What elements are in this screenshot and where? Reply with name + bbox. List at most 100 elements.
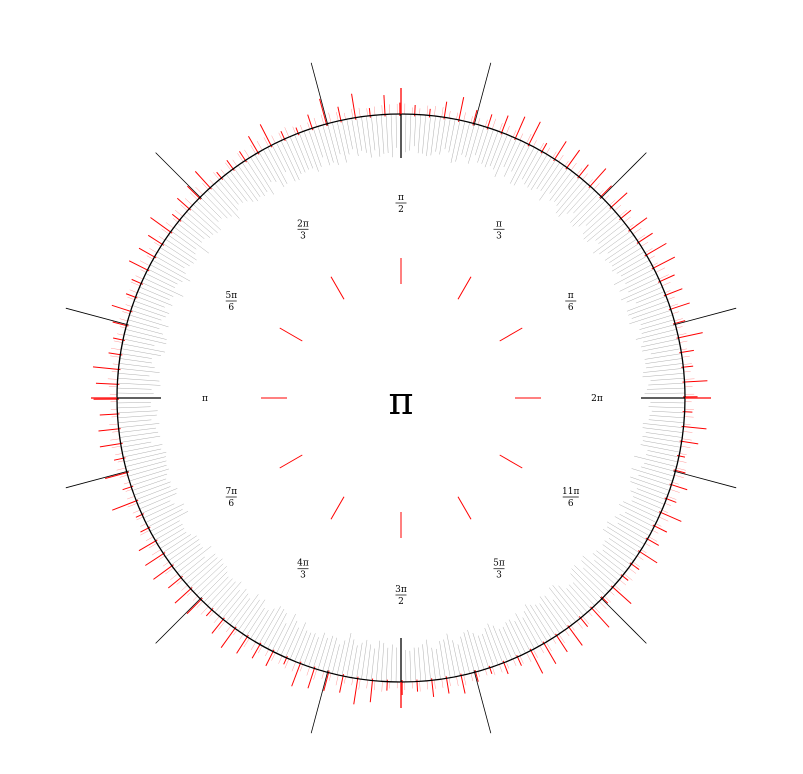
label-denominator: 6 — [228, 499, 234, 509]
inner-tick — [193, 563, 224, 592]
outer-minor-tick — [176, 579, 183, 585]
outer-red-tick — [577, 164, 589, 179]
label-numerator: π — [398, 193, 404, 203]
inner-tick — [620, 282, 661, 301]
outer-red-tick — [679, 440, 699, 445]
outer-red-tick — [588, 168, 607, 189]
outer-minor-tick — [213, 172, 220, 180]
outer-minor-tick — [300, 124, 303, 132]
inner-tick — [539, 603, 561, 634]
outer-minor-tick — [250, 145, 257, 155]
inner-tick — [574, 565, 606, 596]
inner-tick — [137, 291, 173, 306]
inner-tick — [154, 523, 183, 541]
inner-tick — [609, 243, 640, 263]
inner-tick — [611, 247, 642, 267]
inner-tick — [117, 410, 158, 414]
inner-tick — [125, 456, 166, 467]
inner-tick — [351, 645, 358, 678]
outer-minor-tick — [677, 460, 687, 463]
inner-tick — [592, 553, 622, 577]
outer-red-tick — [186, 597, 203, 615]
outer-minor-tick — [484, 669, 488, 676]
outer-red-tick — [663, 288, 683, 297]
outer-minor-tick — [644, 542, 651, 547]
outer-minor-tick — [682, 438, 692, 441]
outer-minor-tick — [225, 162, 232, 171]
outer-minor-tick — [614, 204, 622, 211]
inner-tick — [313, 632, 325, 669]
inner-tick — [444, 118, 451, 150]
inner-tick — [139, 493, 177, 510]
outer-minor-tick — [187, 590, 193, 596]
inner-tick — [160, 532, 187, 549]
inner-tick — [585, 204, 609, 226]
outer-minor-tick — [441, 107, 444, 117]
spoke — [330, 496, 345, 520]
inner-tick — [207, 190, 232, 217]
outer-minor-tick — [358, 679, 361, 690]
inner-tick — [137, 488, 178, 505]
outer-minor-tick — [117, 333, 125, 336]
outer-red-tick — [567, 625, 583, 646]
inner-tick — [294, 134, 309, 170]
outer-minor-tick — [672, 481, 679, 485]
outer-minor-tick — [127, 503, 138, 508]
inner-tick — [457, 644, 466, 675]
inner-tick — [650, 402, 685, 404]
label-2pi-3: 2π3 — [297, 219, 309, 241]
inner-tick — [624, 511, 655, 528]
inner-tick — [583, 211, 616, 240]
inner-tick-ring — [117, 114, 685, 682]
inner-tick — [154, 255, 186, 274]
inner-tick — [123, 448, 162, 458]
inner-tick — [162, 243, 194, 264]
inner-tick — [119, 358, 152, 364]
inner-tick — [276, 613, 296, 654]
outer-red-tick — [657, 274, 675, 283]
inner-tick — [645, 432, 683, 438]
inner-tick — [180, 219, 205, 239]
inner-tick — [493, 134, 508, 170]
spoke — [330, 276, 345, 300]
outer-red-tick — [98, 428, 121, 432]
outer-minor-tick — [545, 147, 551, 155]
outer-minor-tick — [209, 611, 214, 617]
outer-minor-tick — [232, 159, 238, 167]
outer-minor-tick — [539, 645, 545, 654]
inner-tick — [119, 431, 159, 438]
inner-tick — [250, 610, 269, 639]
inner-tick — [640, 314, 673, 325]
inner-tick — [639, 319, 675, 330]
inner-tick — [513, 147, 535, 186]
inner-tick — [280, 620, 298, 656]
outer-minor-tick — [683, 363, 692, 365]
inner-tick — [371, 115, 376, 151]
label-numerator: π — [568, 291, 574, 301]
inner-tick — [549, 171, 573, 201]
outer-minor-tick — [110, 355, 120, 358]
label-numerator: 11π — [562, 487, 579, 497]
outer-red-tick — [553, 141, 567, 162]
spoke — [499, 454, 523, 469]
outer-minor-tick — [366, 680, 368, 689]
outer-minor-tick — [213, 616, 220, 624]
inner-tick — [126, 324, 163, 335]
inner-tick — [327, 637, 338, 673]
outer-minor-tick — [320, 114, 325, 125]
inner-tick — [214, 581, 242, 613]
label-numerator: 4π — [297, 559, 309, 569]
inner-tick — [203, 193, 228, 219]
inner-tick — [645, 454, 678, 463]
outer-minor-tick — [679, 340, 688, 343]
inner-tick — [171, 543, 201, 566]
inner-tick — [635, 291, 665, 304]
outer-red-tick — [95, 382, 120, 385]
inner-tick — [150, 511, 189, 532]
center-spokes — [261, 258, 541, 538]
outer-minor-tick — [539, 142, 545, 151]
outer-minor-tick — [189, 192, 198, 201]
inner-tick — [145, 503, 185, 523]
outer-red-tick — [147, 234, 165, 246]
